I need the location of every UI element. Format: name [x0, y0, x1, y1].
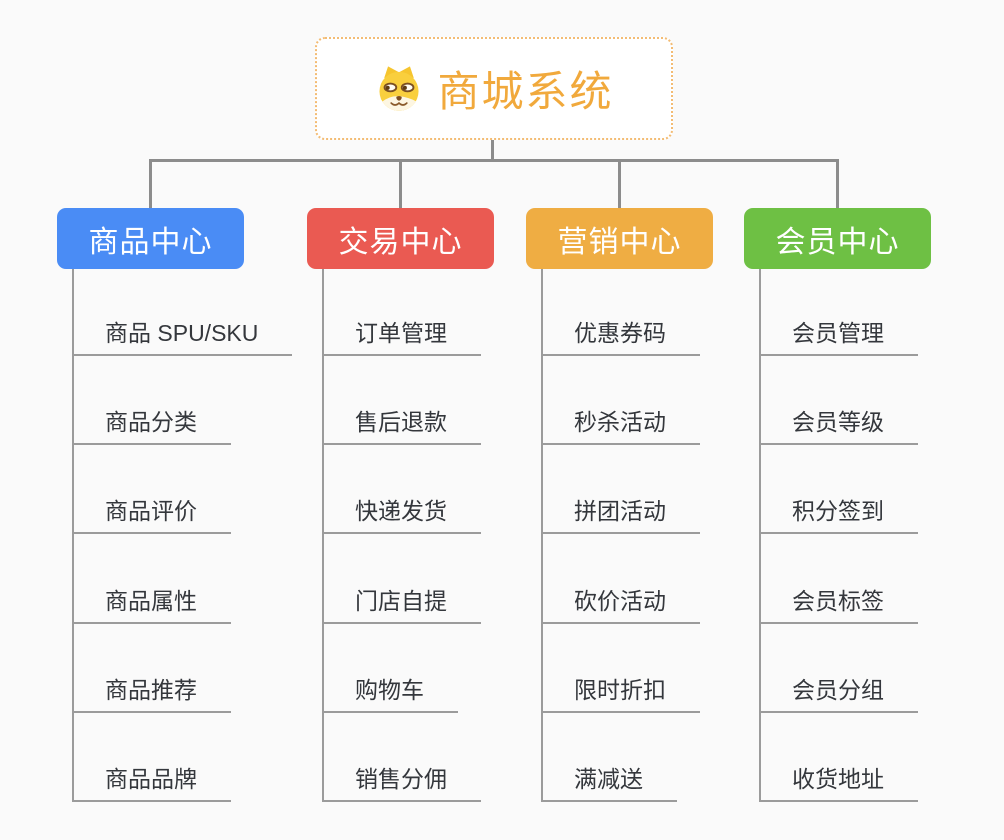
branch-node-member-center[interactable]: 会员中心 — [744, 208, 931, 269]
leaf-node[interactable]: 会员分组 — [759, 671, 918, 713]
leaf-node[interactable]: 收货地址 — [759, 760, 918, 802]
leaf-node[interactable]: 快递发货 — [322, 492, 481, 534]
connector-line — [72, 269, 74, 800]
leaf-node[interactable]: 商品评价 — [72, 492, 231, 534]
leaf-node[interactable]: 商品分类 — [72, 403, 231, 445]
leaf-node[interactable]: 会员管理 — [759, 314, 918, 356]
leaf-node[interactable]: 砍价活动 — [541, 582, 700, 624]
leaf-node[interactable]: 满减送 — [541, 760, 677, 802]
leaf-node[interactable]: 限时折扣 — [541, 671, 700, 713]
connector-line — [491, 139, 494, 161]
connector-line — [322, 269, 324, 800]
connector-line — [399, 159, 402, 208]
leaf-node[interactable]: 商品品牌 — [72, 760, 231, 802]
leaf-node[interactable]: 销售分佣 — [322, 760, 481, 802]
leaf-node[interactable]: 售后退款 — [322, 403, 481, 445]
root-title: 商城系统 — [437, 68, 614, 115]
branch-node-product-center[interactable]: 商品中心 — [57, 208, 244, 269]
leaf-node[interactable]: 商品 SPU/SKU — [72, 314, 293, 356]
leaf-node[interactable]: 拼团活动 — [541, 492, 700, 534]
leaf-node[interactable]: 购物车 — [322, 671, 458, 713]
leaf-node[interactable]: 会员等级 — [759, 403, 918, 445]
leaf-node[interactable]: 商品属性 — [72, 582, 231, 624]
root-node[interactable]: 商城系统 — [315, 37, 673, 140]
leaf-node[interactable]: 积分签到 — [759, 492, 918, 534]
connector-line — [836, 159, 839, 208]
leaf-node[interactable]: 会员标签 — [759, 582, 918, 624]
leaf-node[interactable]: 秒杀活动 — [541, 403, 700, 445]
leaf-node[interactable]: 优惠券码 — [541, 314, 700, 356]
branch-node-marketing-center[interactable]: 营销中心 — [526, 208, 713, 269]
connector-line — [149, 159, 152, 208]
connector-line — [759, 269, 761, 800]
branch-node-trade-center[interactable]: 交易中心 — [307, 208, 494, 269]
connector-line — [541, 269, 543, 800]
connector-line — [618, 159, 621, 208]
connector-line — [149, 159, 839, 162]
leaf-node[interactable]: 订单管理 — [322, 314, 481, 356]
leaf-node[interactable]: 门店自提 — [322, 582, 481, 624]
leaf-node[interactable]: 商品推荐 — [72, 671, 231, 713]
shiba-dog-icon — [374, 64, 424, 114]
